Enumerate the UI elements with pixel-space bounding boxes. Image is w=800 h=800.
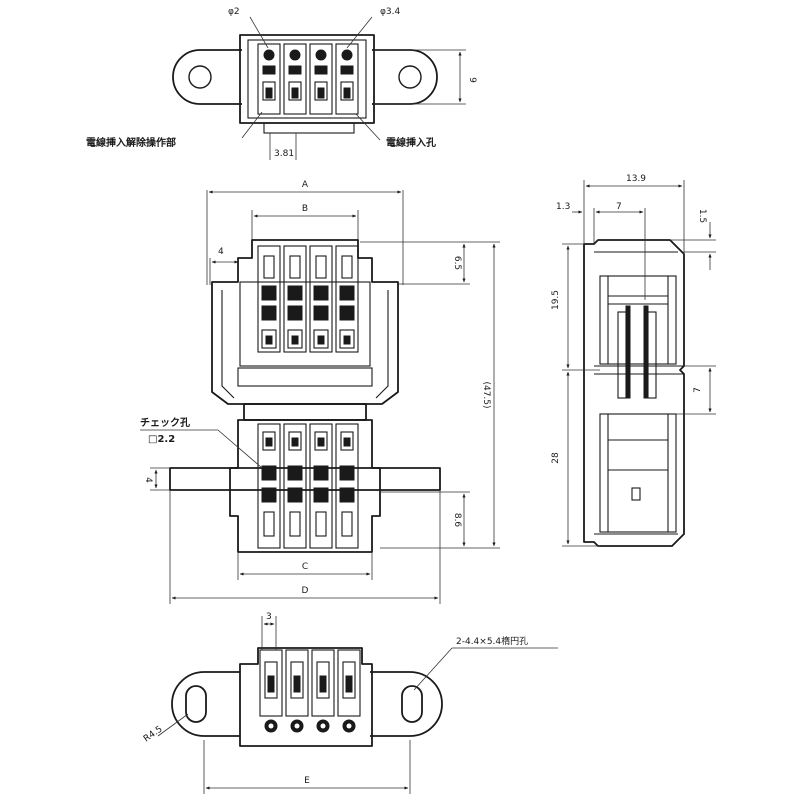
front-dim-D: D [302, 586, 309, 596]
release-operation-label: 電線挿入解除操作部 [86, 136, 176, 149]
front-dim-4-pin: 4 [143, 477, 153, 483]
front-dim-4-left: 4 [218, 247, 224, 257]
side-dim-7-mid: 7 [693, 387, 703, 393]
top-left-ear-hole [188, 65, 212, 89]
ellipse-hole-label: 2-4.4×5.4楕円孔 [456, 635, 528, 647]
front-neck [243, 403, 367, 421]
top-dim-phi2: φ2 [228, 7, 240, 17]
bottom-left-ear [171, 671, 240, 737]
top-left-ear [172, 49, 242, 105]
top-right-ear-hole [398, 65, 422, 89]
bottom-dim-E: E [304, 776, 310, 786]
side-housing [583, 239, 685, 547]
top-terminals [257, 43, 359, 115]
front-upper-housing [211, 239, 399, 405]
check-hole-size: □2.2 [148, 434, 175, 445]
front-view: A B 4 [140, 180, 500, 604]
front-dim-C: C [302, 562, 308, 572]
top-dim-381: 3.81 [274, 149, 294, 159]
side-dim-195: 19.5 [551, 290, 561, 310]
side-view: 13.9 1.3 7 1.5 19.5 28 7 [551, 174, 716, 547]
bottom-right-ear [370, 671, 443, 737]
front-lower-terminals [257, 423, 359, 549]
top-body-inner [247, 39, 367, 119]
front-dim-86: 8.6 [452, 513, 462, 528]
front-dim-475: (47.5) [481, 381, 491, 408]
side-dim-13: 1.3 [556, 202, 570, 212]
top-skirt [263, 122, 355, 134]
bottom-body [239, 647, 373, 747]
side-dim-28: 28 [551, 452, 561, 464]
front-upper-core [239, 281, 371, 367]
top-right-ear [372, 49, 438, 105]
bottom-terminals [259, 649, 361, 733]
check-hole-label: チェック孔 [140, 416, 190, 429]
bottom-dim-3: 3 [266, 612, 272, 622]
bottom-left-slot [185, 685, 207, 723]
front-pin-bar [169, 467, 441, 491]
front-dim-B: B [302, 204, 308, 214]
side-dim-7-top: 7 [616, 202, 622, 212]
bottom-view: 3 2-4.4×5.4楕円孔 R4.5 E [142, 612, 558, 794]
top-body [239, 34, 375, 124]
top-dim-phi34: φ3.4 [380, 7, 401, 17]
bottom-dim-R45: R4.5 [142, 724, 165, 744]
top-dim-9: 9 [467, 77, 477, 83]
front-dim-65: 6.5 [452, 256, 462, 270]
top-view: φ2 φ3.4 9 3.81 電線挿入解除操作部 電線挿入孔 [86, 7, 477, 160]
wire-insert-hole-label: 電線挿入孔 [386, 136, 436, 149]
front-dim-A: A [302, 180, 309, 190]
bottom-right-slot [401, 685, 423, 723]
side-dim-15: 1.5 [697, 209, 707, 223]
side-dim-139: 13.9 [626, 174, 646, 184]
front-upper-terminals [257, 245, 359, 353]
